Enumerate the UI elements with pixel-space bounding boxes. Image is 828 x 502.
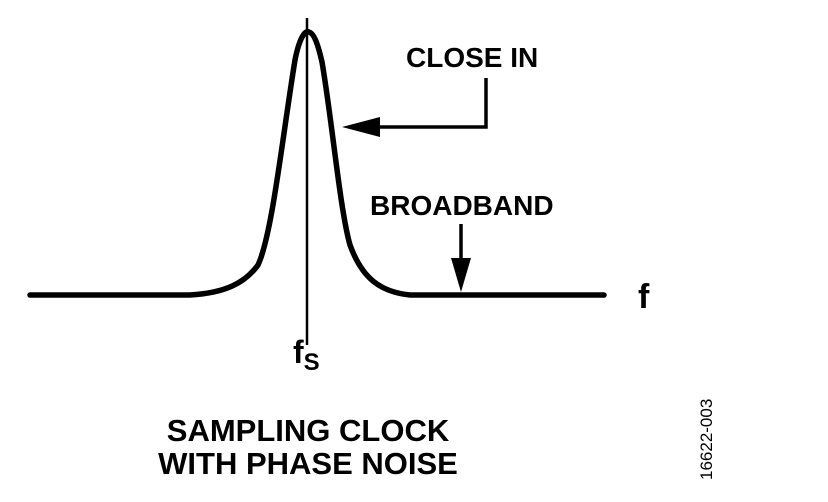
sampling-frequency-main: f — [293, 334, 304, 370]
broadband-arrowhead — [451, 258, 471, 292]
broadband-label: BROADBAND — [370, 190, 554, 221]
figure-id-label: 16622-003 — [697, 399, 716, 480]
sampling-frequency-subscript: S — [304, 349, 320, 376]
sampling-frequency-label: fS — [293, 334, 320, 376]
frequency-axis-label: f — [638, 278, 650, 316]
close-in-arrowhead — [342, 117, 380, 137]
caption-line-2: WITH PHASE NOISE — [158, 446, 458, 481]
caption-line-1: SAMPLING CLOCK — [167, 413, 450, 448]
close-in-label: CLOSE IN — [406, 42, 538, 73]
phase-noise-spectrum-curve — [27, 28, 607, 298]
close-in-arrow-line — [375, 78, 488, 129]
